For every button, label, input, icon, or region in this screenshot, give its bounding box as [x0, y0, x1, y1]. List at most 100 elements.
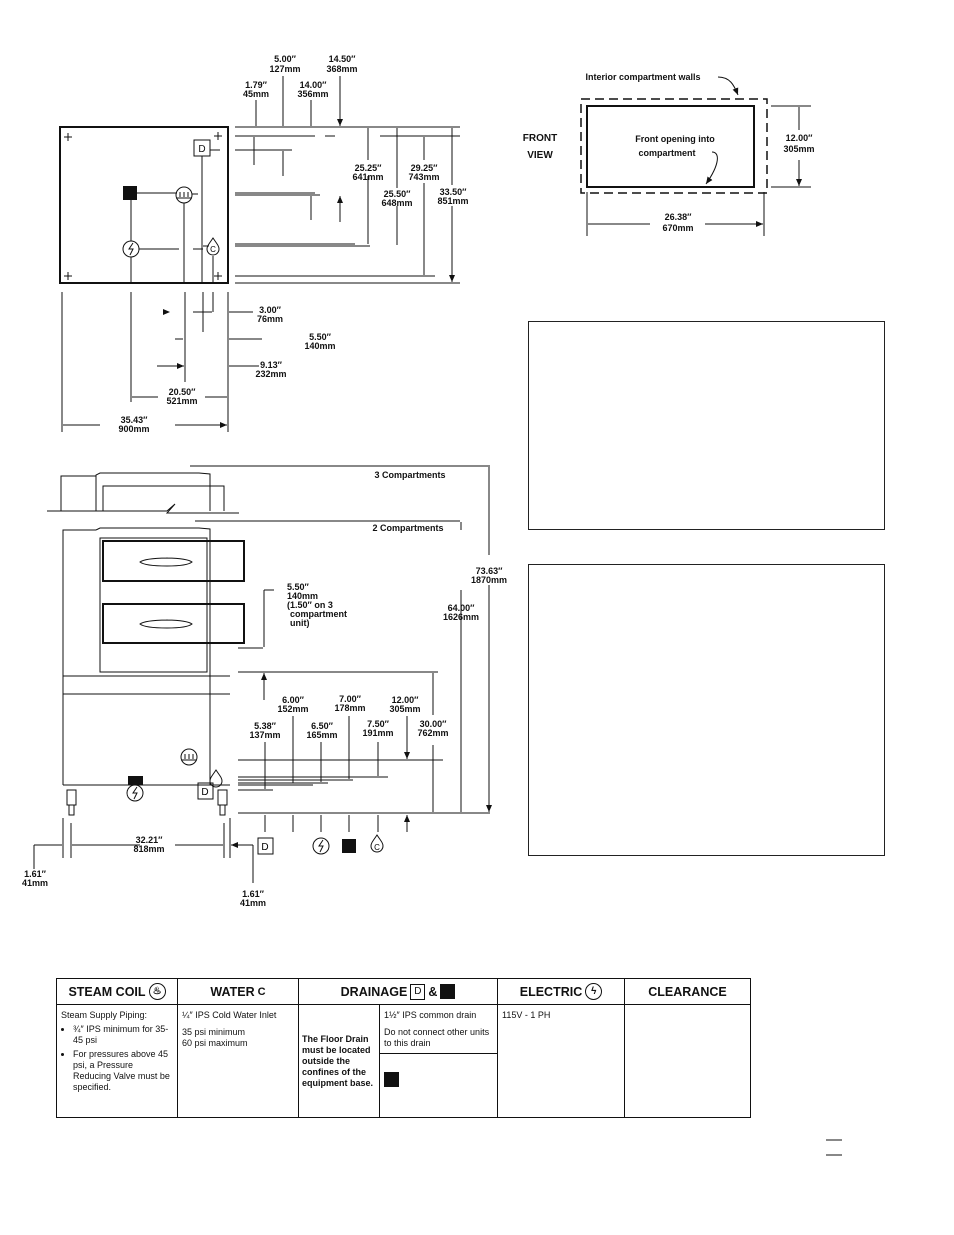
svg-text:6.00″: 6.00″: [282, 695, 305, 705]
front-view: FRONT VIEW Interior compartment walls Fr…: [523, 72, 815, 236]
svg-text:5.50″: 5.50″: [287, 582, 310, 592]
indirect-drain-symbol: [123, 186, 137, 200]
indirect-drain-icon: [384, 1072, 399, 1087]
svg-text:152mm: 152mm: [277, 704, 308, 714]
svg-text:762mm: 762mm: [417, 728, 448, 738]
svg-text:unit): unit): [290, 618, 310, 628]
svg-text:Interior compartment walls: Interior compartment walls: [585, 72, 700, 82]
svg-text:14.50″: 14.50″: [329, 54, 357, 64]
svg-text:3.00″: 3.00″: [259, 305, 282, 315]
svg-text:7.50″: 7.50″: [367, 719, 390, 729]
svg-text:140mm: 140mm: [304, 341, 335, 351]
svg-text:C: C: [210, 245, 216, 254]
indirect-drain-symbol: [342, 839, 356, 853]
svg-text:30.00″: 30.00″: [420, 719, 448, 729]
cell-steam: Steam Supply Piping: ¾″ IPS minimum for …: [57, 1005, 178, 1117]
svg-text:76mm: 76mm: [257, 314, 283, 324]
svg-text:35.43″: 35.43″: [121, 415, 149, 425]
svg-text:305mm: 305mm: [389, 704, 420, 714]
interior-walls-outline: [580, 98, 768, 194]
header-clearance: CLEARANCE: [625, 979, 750, 1005]
water-drop-icon: [370, 834, 384, 853]
steam-coil-icon: ♨: [148, 983, 166, 1000]
svg-text:5.50″: 5.50″: [309, 332, 332, 342]
svg-text:1626mm: 1626mm: [443, 612, 479, 622]
header-steam-coil: STEAM COIL♨: [57, 979, 178, 1005]
svg-text:compartment: compartment: [638, 148, 695, 158]
svg-text:33.50″: 33.50″: [440, 187, 468, 197]
svg-text:20.50″: 20.50″: [169, 387, 197, 397]
plan-view: D C: [59, 76, 460, 432]
svg-text:140mm: 140mm: [287, 591, 318, 601]
drawer-handle: [139, 619, 193, 629]
svg-text:64.00″: 64.00″: [448, 603, 476, 613]
svg-text:137mm: 137mm: [249, 730, 280, 740]
drain-icon: D: [410, 983, 426, 1000]
svg-text:41mm: 41mm: [240, 898, 266, 908]
drawer-lower: [102, 603, 245, 644]
svg-text:6.50″: 6.50″: [311, 721, 334, 731]
svg-text:32.21″: 32.21″: [136, 835, 164, 845]
svg-text:1.61″: 1.61″: [24, 869, 47, 879]
svg-text:compartment: compartment: [290, 609, 347, 619]
svg-text:12.00″: 12.00″: [786, 133, 814, 143]
svg-text:521mm: 521mm: [166, 396, 197, 406]
svg-text:5.38″: 5.38″: [254, 721, 277, 731]
svg-text:1.61″: 1.61″: [242, 889, 265, 899]
svg-text:14.00″: 14.00″: [300, 80, 328, 90]
svg-text:851mm: 851mm: [437, 196, 468, 206]
electric-icon: ϟ: [585, 983, 603, 1000]
svg-text:D: D: [261, 842, 268, 853]
svg-text:5.00″: 5.00″: [274, 54, 297, 64]
drain-symbol-label: D: [198, 144, 205, 155]
empty-info-box: [528, 564, 885, 856]
svg-text:12.00″: 12.00″: [392, 695, 420, 705]
svg-text:1.79″: 1.79″: [245, 80, 268, 90]
elevation-dim-labels: 3 Compartments 2 Compartments 73.63″ 187…: [22, 470, 507, 908]
svg-text:648mm: 648mm: [381, 198, 412, 208]
cell-floor-drain: The Floor Drain must be located outside …: [299, 1005, 380, 1117]
svg-text:C: C: [374, 843, 380, 852]
svg-text:191mm: 191mm: [362, 728, 393, 738]
empty-info-box: [528, 321, 885, 530]
cell-common-drain: 1½″ IPS common drain Do not connect othe…: [380, 1005, 498, 1117]
svg-text:2 Compartments: 2 Compartments: [372, 523, 443, 533]
svg-text:FRONT: FRONT: [523, 133, 557, 144]
svg-text:73.63″: 73.63″: [476, 566, 504, 576]
svg-text:41mm: 41mm: [22, 878, 48, 888]
page-marks: [826, 1139, 842, 1156]
svg-text:(1.50″ on 3: (1.50″ on 3: [287, 600, 333, 610]
steam-coil-icon: [180, 748, 198, 766]
plan-dim-labels: 5.00″ 127mm 14.50″ 368mm 1.79″ 45mm 14.0…: [118, 54, 468, 434]
cell-electric: 115V - 1 PH: [498, 1005, 625, 1117]
corner-marks: [64, 132, 222, 280]
water-drop-icon: [209, 769, 223, 788]
svg-text:670mm: 670mm: [662, 223, 693, 233]
front-opening-outline: [586, 105, 755, 188]
svg-text:45mm: 45mm: [243, 89, 269, 99]
water-drop-icon: C: [257, 985, 266, 998]
leg-right: [217, 789, 228, 806]
water-drop-icon: [206, 237, 220, 256]
drawer-handle: [139, 557, 193, 567]
indirect-drain-icon: [440, 984, 456, 999]
elevation-view: D D C: [33, 465, 490, 883]
plan-outline: [59, 126, 229, 284]
electric-icon: [126, 784, 144, 802]
cell-clearance: [625, 1005, 750, 1117]
svg-text:641mm: 641mm: [352, 172, 383, 182]
leg-left: [66, 789, 77, 806]
svg-text:29.25″: 29.25″: [411, 163, 439, 173]
svg-text:368mm: 368mm: [326, 64, 357, 74]
svg-text:743mm: 743mm: [408, 172, 439, 182]
svg-text:127mm: 127mm: [269, 64, 300, 74]
svg-text:D: D: [201, 787, 208, 798]
svg-text:3 Compartments: 3 Compartments: [374, 470, 445, 480]
svg-text:900mm: 900mm: [118, 424, 149, 434]
svg-text:Front opening into: Front opening into: [635, 134, 715, 144]
